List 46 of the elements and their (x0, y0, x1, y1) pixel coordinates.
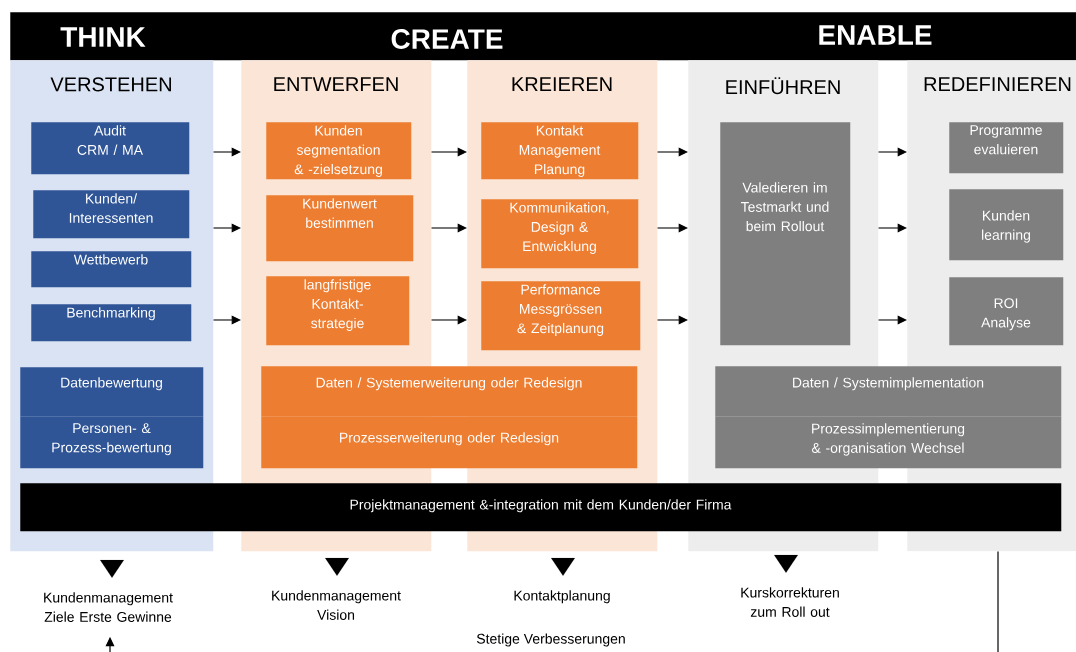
process-box: Prozessimplementierung & -organisation Wechsel (715, 416, 1062, 469)
triangle-arrow (100, 559, 124, 578)
process-box: Programme evaluieren (949, 122, 1064, 174)
process-box: Performance Messgrössen & Zeitplanung (481, 281, 641, 351)
outcome-text: Kurskorrekturen zum Roll out (741, 587, 839, 617)
process-box: Audit CRM / MA (31, 122, 190, 175)
process-box: Datenbewertung (20, 367, 204, 417)
process-box: Daten / Systemerweiterung oder Redesign (261, 366, 638, 417)
arrow (431, 315, 467, 325)
process-box: Daten / Systemimplementation (715, 366, 1062, 417)
project-bar: Projektmanagement &-integration mit dem Kunden/der Firma (20, 483, 1062, 532)
feedback-arrow (105, 550, 999, 652)
process-box: Kommunikation, Design & Entwicklung (481, 199, 639, 269)
triangle-arrow (325, 557, 349, 576)
process-box: Kunden segmentation & -zielsetzung (266, 122, 412, 180)
process-box: ROI Analyse (949, 277, 1064, 346)
process-box: Benchmarking (31, 304, 192, 342)
arrow (213, 223, 241, 233)
triangle-arrow (774, 554, 798, 573)
process-box: Valedieren im Testmarkt und beim Rollout (720, 122, 851, 346)
process-box: Kontakt Management Planung (481, 122, 639, 180)
arrow (213, 315, 241, 325)
arrow (878, 147, 907, 157)
header-bar: THINK CREATE ENABLE (10, 12, 1076, 61)
node-label: Personen- & Prozess-bewertung (52, 423, 171, 456)
node-label: Datenbewertung (61, 377, 162, 391)
arrow (657, 223, 688, 233)
outcome-text: Kundenmanagement Vision (272, 590, 401, 620)
process-box: Prozesserweiterung oder Redesign (261, 416, 638, 469)
triangle-arrow (551, 557, 575, 576)
arrow (878, 223, 907, 233)
process-box: langfristige Kontakt-strategie (266, 276, 410, 346)
arrow (213, 147, 241, 157)
process-box: Wettbewerb (31, 251, 192, 288)
note-text: Stetige Verbesserungen (476, 633, 625, 647)
process-box: Personen- & Prozess-bewertung (20, 416, 204, 469)
outcome-text: Kundenmanagement Ziele Erste Gewinne (44, 592, 173, 622)
process-box: Kundenwert bestimmen (266, 195, 414, 262)
arrow (657, 147, 688, 157)
arrow (878, 315, 907, 325)
arrow (657, 315, 688, 325)
outcome-text: Kontaktplanung (514, 590, 610, 604)
process-box: Kunden/ Interessenten (33, 190, 190, 239)
process-box: Kunden learning (949, 189, 1064, 261)
arrow (431, 147, 467, 157)
arrow (431, 223, 467, 233)
